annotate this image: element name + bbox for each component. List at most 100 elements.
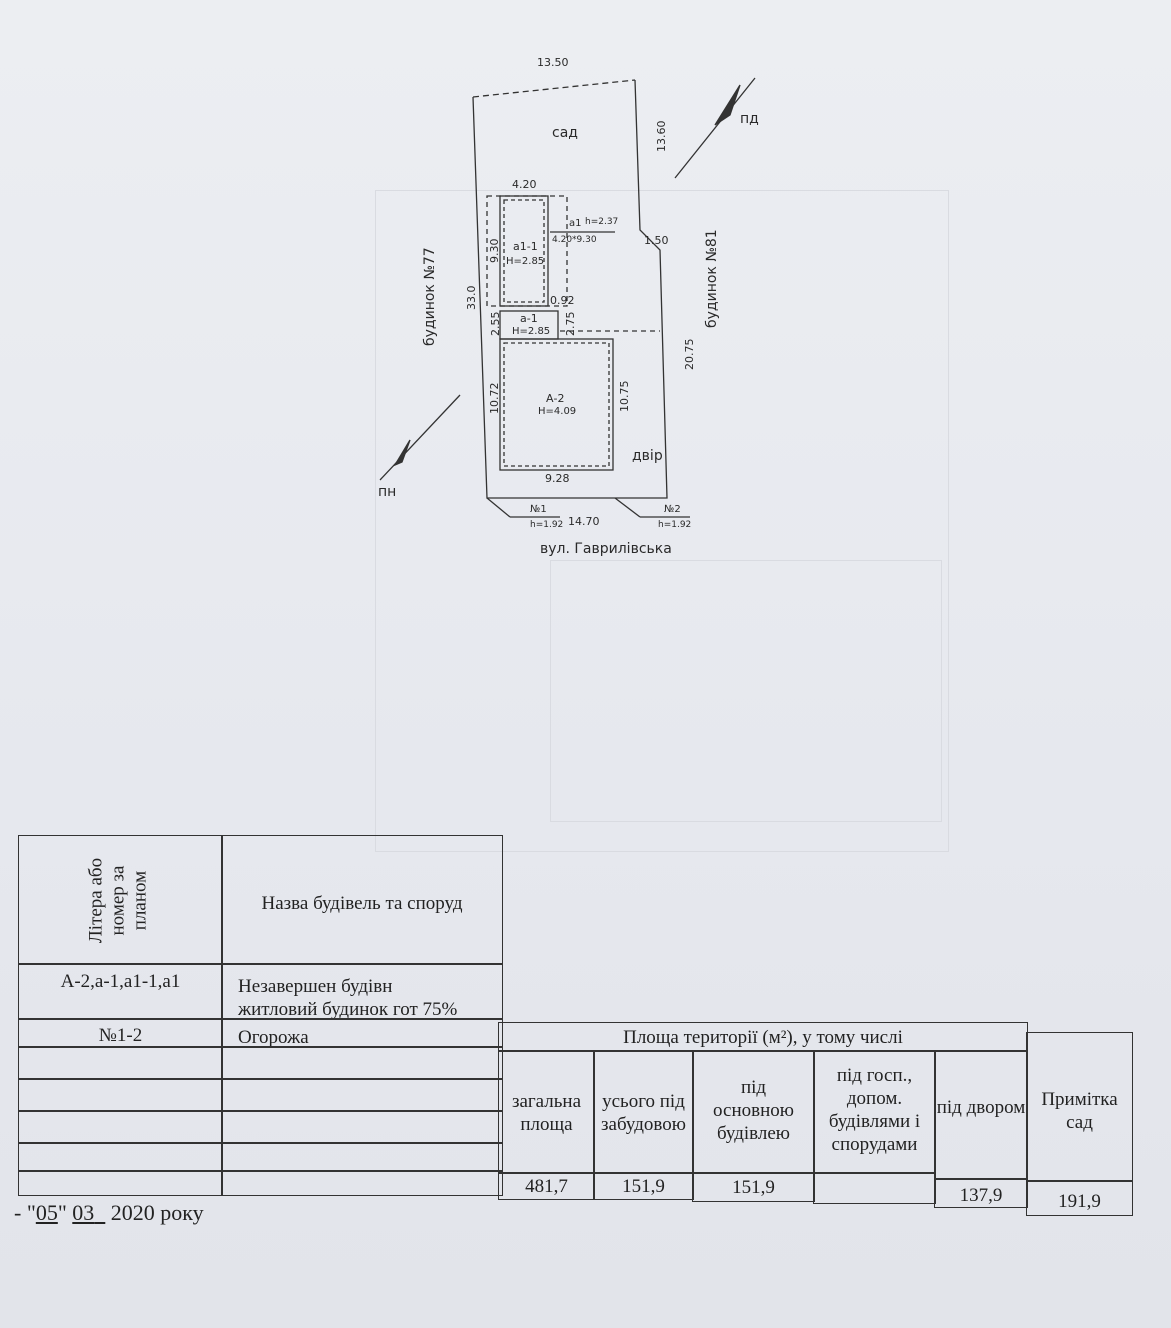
- row1-letter: А-2,а-1,а1-1,а1: [60, 971, 181, 992]
- dim-a11-width: 4.20: [512, 178, 537, 191]
- area-title: Площа території (м²), у тому числі: [623, 1027, 903, 1048]
- v-total: 481,7: [525, 1176, 568, 1197]
- a11-name: а1-1: [513, 240, 538, 253]
- v-built: 151,9: [622, 1176, 665, 1197]
- A2-name: А-2: [546, 392, 565, 405]
- a-1-name: а-1: [520, 312, 538, 325]
- note-header: Примітка сад: [1041, 1089, 1118, 1133]
- dim-right-step: 1.50: [644, 234, 669, 247]
- dim-right-upper: 13.60: [655, 121, 668, 153]
- plot-boundary-top: [472, 79, 636, 98]
- a1-name: а1: [569, 218, 582, 229]
- dim-a11-height: 9.30: [488, 239, 501, 264]
- south-arrow-head: [714, 84, 741, 126]
- row1-letter-cell: [18, 963, 223, 1020]
- h-built: усього під забудовою: [601, 1091, 686, 1135]
- v-note-cell: [1026, 1180, 1133, 1216]
- h-main: під основною будівлею: [713, 1077, 794, 1144]
- plot-boundary-right: [472, 79, 668, 499]
- a11-block: [499, 195, 549, 307]
- dim-right-lower: 20.75: [683, 339, 696, 371]
- h-yard: під двором: [936, 1097, 1026, 1118]
- v-main-cell: [692, 1172, 815, 1202]
- row2-letter-cell: [18, 1018, 223, 1048]
- h-yard-cell: [934, 1050, 1028, 1180]
- a11-inner: [503, 199, 545, 303]
- fence-1-h: h=1.92: [530, 520, 563, 530]
- ghost-frame: [375, 190, 949, 852]
- dim-A2-right: 10.75: [618, 381, 631, 413]
- dim-a-1-left: 2.55: [489, 312, 502, 337]
- dim-left-total: 33.0: [465, 286, 478, 311]
- v-note: 191,9: [1058, 1191, 1101, 1212]
- fence-1-name: №1: [530, 504, 547, 515]
- dim-bottom: 14.70: [568, 515, 600, 528]
- v-yard-cell: [934, 1178, 1028, 1208]
- v-main: 151,9: [732, 1177, 775, 1198]
- label-dvir: двір: [632, 448, 663, 464]
- header-name: Назва будівель та споруд: [261, 893, 463, 914]
- fence-2-line: [614, 497, 641, 518]
- h-main-cell: [692, 1050, 815, 1174]
- header-cell-name: [221, 835, 503, 965]
- h-aux: під госп., допом. будівлями і спорудами: [828, 1065, 921, 1155]
- header-cell-letter: [18, 835, 223, 965]
- v-yard: 137,9: [959, 1185, 1003, 1206]
- empty-row-c: [18, 1110, 223, 1144]
- fence-2-h: h=1.92: [658, 520, 691, 530]
- v-aux-cell: [813, 1172, 936, 1204]
- date-year: 2020: [110, 1200, 155, 1225]
- empty-row-b2: [221, 1078, 503, 1112]
- row2-name-cell: [221, 1018, 503, 1048]
- empty-row-d2: [221, 1142, 503, 1172]
- h-total-cell: [498, 1050, 595, 1174]
- empty-row-d: [18, 1142, 223, 1172]
- area-title-cell: [498, 1022, 1028, 1052]
- empty-row-a2: [221, 1046, 503, 1080]
- row2-letter: №1-2: [98, 1025, 143, 1046]
- a-1-h: Н=2.85: [512, 326, 550, 337]
- date-suffix: року: [160, 1200, 204, 1225]
- label-north: пн: [378, 484, 396, 500]
- v-built-cell: [593, 1172, 694, 1200]
- header-letter: Літера або номер за планом: [85, 857, 150, 944]
- ghost-frame-inner: [550, 560, 942, 822]
- label-neighbor-left: будинок №77: [422, 247, 438, 346]
- dim-A2-left: 10.72: [488, 383, 501, 415]
- date-day: 05: [35, 1200, 58, 1225]
- fence-2-name: №2: [664, 504, 681, 515]
- h-total: загальна площа: [511, 1091, 582, 1135]
- empty-row-e: [18, 1170, 223, 1196]
- date-month: 03: [72, 1200, 95, 1225]
- dim-gap: 0.92: [550, 294, 575, 307]
- label-neighbor-right: будинок №81: [704, 229, 720, 328]
- a11-h: Н=2.85: [506, 256, 544, 267]
- row2-name: Огорожа: [238, 1027, 309, 1048]
- dim-a1-height: h=2.37: [585, 217, 618, 227]
- dim-top: 13.50: [537, 56, 569, 69]
- label-south: пд: [740, 111, 759, 127]
- A2-inner: [503, 342, 610, 467]
- label-sad: сад: [552, 125, 578, 141]
- label-street: вул. Гаврилівська: [540, 541, 672, 557]
- A2-h: Н=4.09: [538, 406, 576, 417]
- date-line: - "05" 03 2020 року: [14, 1200, 204, 1225]
- v-total-cell: [498, 1172, 595, 1200]
- north-arrow-head: [393, 439, 411, 467]
- A2-block: [499, 338, 614, 471]
- note-header-cell: [1026, 1032, 1133, 1182]
- row1-name-line2: житловий будинок гот 75%: [238, 999, 458, 1020]
- empty-row-e2: [221, 1170, 503, 1196]
- row1-name-line1: Незавершен будівн: [238, 976, 393, 997]
- dim-a-1-right: 2.75: [564, 312, 577, 337]
- empty-row-b: [18, 1078, 223, 1112]
- empty-row-a: [18, 1046, 223, 1080]
- north-arrow-line: [379, 394, 461, 481]
- south-arrow-line: [674, 77, 756, 179]
- site-plan: 13.50 13.60 1.50 20.75 33.0 4.20 9.30 h=…: [378, 56, 759, 557]
- row1-name-cell: [221, 963, 503, 1020]
- dim-a1-size: 4.20*9.30: [552, 235, 597, 245]
- h-aux-cell: [813, 1050, 936, 1174]
- empty-row-c2: [221, 1110, 503, 1144]
